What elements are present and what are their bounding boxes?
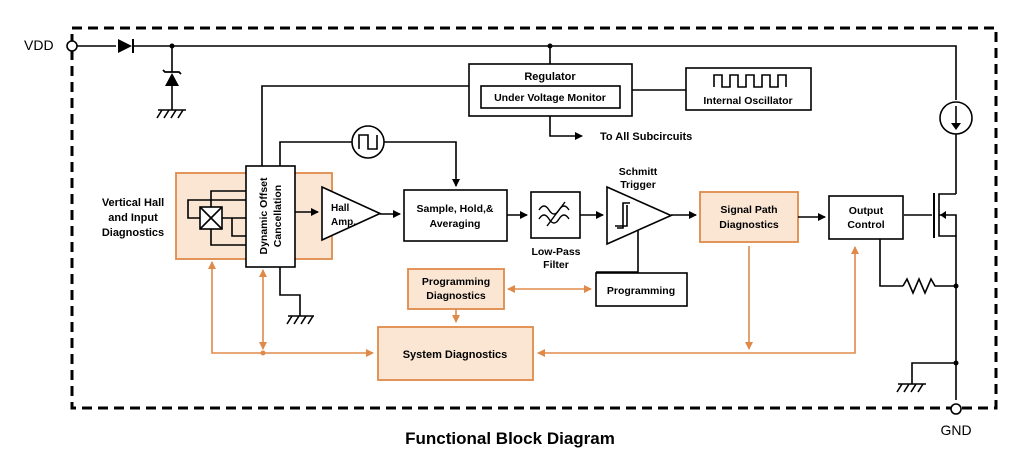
programming-label: Programming	[607, 285, 675, 297]
output-mosfet-icon	[904, 193, 957, 400]
system-diagnostics-block	[377, 326, 534, 381]
hall-input-line3: Diagnostics	[102, 227, 164, 239]
ground-icon	[156, 109, 186, 119]
gnd-pin	[950, 403, 962, 415]
ground-icon	[896, 383, 926, 393]
current-source-icon	[939, 101, 973, 135]
under-voltage-monitor-block	[480, 85, 621, 109]
sample-hold-averaging-block	[403, 189, 508, 242]
vdd-label: VDD	[24, 37, 54, 53]
chip-boundary	[70, 26, 998, 410]
hall-amp-line1: Hall	[331, 203, 350, 214]
output-control-line1: Output	[849, 205, 884, 217]
filter-wave-icon	[538, 201, 570, 227]
signal-path-line1: Signal Path	[720, 204, 777, 216]
ground-icon	[286, 315, 314, 325]
oscillator-label: Internal Oscillator	[703, 95, 792, 107]
vdd-pin	[66, 40, 78, 52]
schmitt-trigger-block	[606, 185, 673, 246]
low-pass-line2: Filter	[543, 259, 569, 271]
square-wave-icon	[713, 74, 787, 88]
dynamic-offset-cancellation-block	[245, 165, 296, 268]
diagram-caption: Functional Block Diagram	[405, 429, 615, 448]
signal-path-line2: Diagnostics	[719, 219, 779, 231]
programming-diag-line2: Diagnostics	[426, 290, 486, 302]
programming-diag-line1: Programming	[422, 276, 490, 288]
schmitt-line1: Schmitt	[619, 166, 658, 178]
schmitt-line2: Trigger	[620, 179, 656, 191]
resistor-icon	[902, 276, 956, 296]
hall-input-line1: Vertical Hall	[102, 197, 164, 209]
low-pass-line1: Low-Pass	[531, 246, 580, 258]
regulator-label: Regulator	[524, 71, 576, 83]
hall-amp-line2: Amp.	[331, 217, 356, 228]
dynamic-offset-line2: Cancellation	[272, 185, 284, 247]
hall-input-line2: and Input	[108, 212, 158, 224]
sample-hold-line1: Sample, Hold,&	[416, 203, 493, 215]
output-control-block	[828, 195, 904, 240]
output-control-line2: Control	[847, 219, 884, 231]
sample-hold-line2: Averaging	[430, 218, 481, 230]
system-diagnostics-label: System Diagnostics	[403, 349, 508, 361]
programming-diagnostics-block	[407, 268, 505, 310]
gnd-label: GND	[940, 422, 971, 438]
dynamic-offset-line1: Dynamic Offset	[258, 177, 270, 255]
hysteresis-icon	[617, 202, 630, 229]
input-diode-icon	[118, 39, 134, 53]
signal-path-diagnostics-block	[699, 191, 799, 243]
hall-amp-block	[321, 185, 382, 242]
zener-diode-icon	[162, 69, 182, 86]
uvm-label: Under Voltage Monitor	[494, 92, 606, 104]
hall-element-icon	[187, 190, 246, 246]
clock-icon	[351, 125, 385, 159]
subcircuits-label: To All Subcircuits	[600, 131, 692, 143]
